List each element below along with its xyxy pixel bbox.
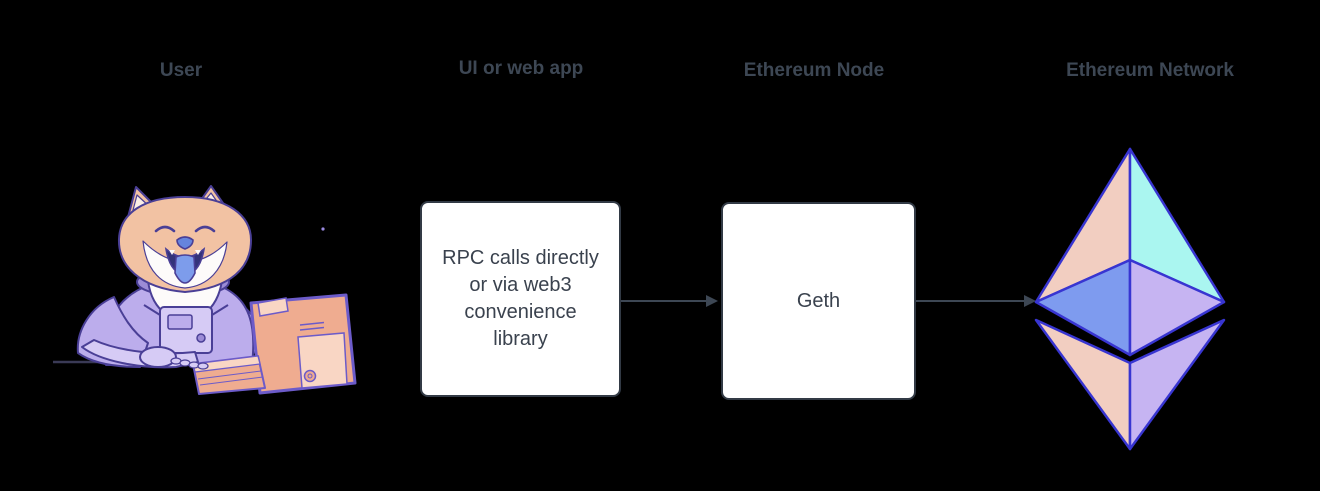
label-webapp: UI or web app — [458, 58, 584, 79]
arrow-webapp-to-node — [621, 300, 706, 302]
arrow-node-to-network — [916, 300, 1024, 302]
webapp-box-line: library — [493, 328, 548, 350]
webapp-box-line: RPC calls directly — [442, 247, 599, 269]
doge-astronaut-at-computer-icon — [53, 185, 357, 395]
arrowhead-icon — [1024, 295, 1036, 307]
webapp-box-line: convenience — [464, 301, 577, 323]
doge-body — [76, 185, 262, 368]
doge-face — [154, 225, 216, 284]
sparkle-dot — [321, 227, 325, 231]
label-ethereum-network: Ethereum Network — [1066, 60, 1234, 81]
webapp-box: RPC calls directly or via web3 convenien… — [420, 201, 621, 397]
label-user: User — [159, 60, 203, 81]
doge-user-illustration — [48, 185, 363, 397]
webapp-box-line: or via web3 — [469, 274, 572, 296]
node-box-label: Geth — [796, 289, 841, 312]
label-ethereum-node: Ethereum Node — [743, 60, 885, 81]
arrowhead-icon — [706, 295, 718, 307]
eth-face-mid-right — [1128, 258, 1226, 357]
ethereum-network-illustration — [1030, 143, 1230, 458]
ethereum-logo-icon — [1034, 147, 1226, 451]
node-box: Geth — [721, 202, 916, 400]
eth-face-bottom-right — [1128, 318, 1226, 451]
computer-icon — [192, 293, 357, 395]
doge-arm — [81, 339, 209, 370]
